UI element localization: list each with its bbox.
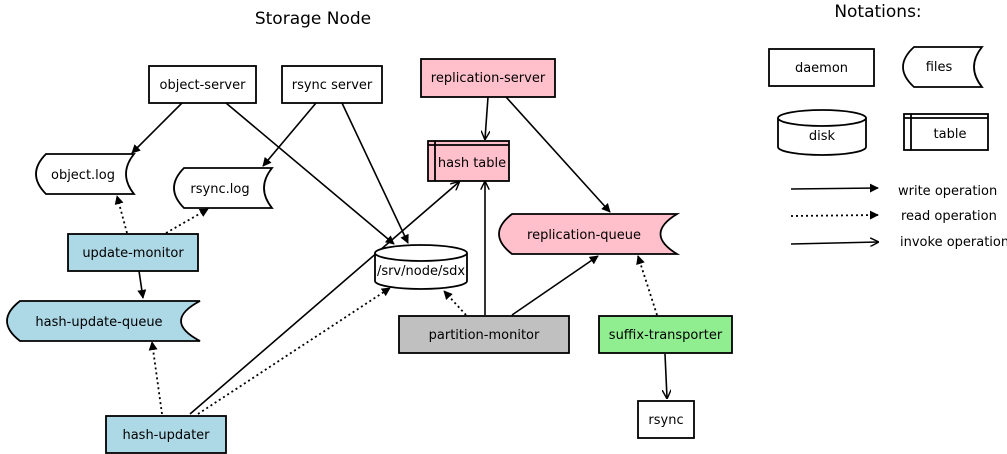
node-hash-updater-label: hash-updater — [122, 428, 210, 443]
legend-table-label: table — [934, 127, 967, 142]
edge-rsync-server-to-disk — [341, 102, 409, 244]
node-replication-server: replication-server — [420, 58, 556, 98]
legend-daemon-label: daemon — [795, 61, 848, 76]
edge-replication-server-to-hash-table — [485, 96, 488, 139]
legend-read-operation: read operation — [790, 209, 997, 224]
node-update-monitor-label: update-monitor — [82, 246, 184, 261]
node-rsync-server: rsync server — [281, 65, 383, 104]
node-rsync: rsync — [637, 400, 695, 439]
node-hash-updater: hash-updater — [105, 415, 227, 454]
node-disk-sdx-label: /srv/node/sdx — [377, 264, 465, 279]
legend-table: table — [903, 113, 989, 151]
edge-hash-updater-reads-disk — [197, 287, 391, 415]
edge-suffix-transporter-reads-replication-queue — [636, 255, 658, 316]
edge-partition-monitor-reads-disk — [443, 290, 467, 316]
node-object-log: object.log — [35, 153, 136, 195]
node-replication-queue-label: replication-queue — [527, 228, 641, 243]
edge-hash-updater-to-hash-table — [189, 182, 459, 415]
node-object-server: object-server — [148, 65, 257, 104]
edge-object-server-to-object-log — [131, 102, 183, 154]
node-object-log-label: object.log — [51, 168, 115, 183]
node-replication-server-label: replication-server — [431, 71, 546, 86]
edge-rsync-server-to-rsync-log — [262, 102, 317, 167]
node-partition-monitor: partition-monitor — [398, 315, 570, 354]
node-rsync-server-label: rsync server — [292, 78, 373, 93]
legend-disk-label: disk — [809, 129, 836, 144]
legend-write-operation: write operation — [790, 183, 997, 199]
legend-files-label: files — [926, 60, 953, 75]
node-disk-sdx: /srv/node/sdx — [374, 244, 468, 290]
node-hash-update-queue: hash-update-queue — [6, 300, 201, 342]
legend-daemon: daemon — [768, 48, 875, 87]
node-rsync-label: rsync — [648, 413, 683, 428]
legend-invoke-operation: invoke operation — [790, 235, 1007, 250]
edge-partition-monitor-to-replication-queue — [511, 255, 599, 316]
node-hash-table: hash table — [427, 140, 510, 182]
edge-object-server-to-disk — [225, 102, 395, 245]
legend-invoke-label: invoke operation — [900, 235, 1007, 250]
edge-update-monitor-reads-rsync-log — [165, 208, 209, 234]
legend-write-label: write operation — [898, 184, 997, 199]
legend-read-label: read operation — [901, 209, 997, 224]
legend-files: files — [902, 46, 984, 88]
edge-update-monitor-to-hash-update-queue — [137, 270, 147, 299]
legend-disk: disk — [777, 109, 867, 156]
node-object-server-label: object-server — [160, 78, 247, 93]
notations-title: Notations: — [834, 2, 921, 22]
node-hash-update-queue-label: hash-update-queue — [35, 315, 162, 330]
edge-update-monitor-reads-object-log — [114, 195, 128, 234]
node-rsync-log: rsync.log — [173, 167, 274, 209]
legend-read-arrow — [790, 210, 879, 220]
edge-replication-server-to-replication-queue — [505, 96, 611, 213]
node-rsync-log-label: rsync.log — [190, 182, 249, 197]
edge-hash-updater-reads-hash-update-queue — [148, 341, 163, 415]
diagram-title: Storage Node — [255, 9, 371, 29]
legend-write-arrow — [790, 183, 879, 193]
node-hash-table-label: hash table — [438, 156, 506, 171]
legend-invoke-arrow — [790, 242, 878, 244]
legend: daemon files disk table write operation — [768, 46, 1007, 250]
node-suffix-transporter: suffix-transporter — [598, 315, 733, 354]
node-suffix-transporter-label: suffix-transporter — [609, 328, 723, 343]
node-replication-queue: replication-queue — [498, 213, 681, 255]
edge-suffix-transporter-to-rsync — [665, 353, 667, 398]
node-partition-monitor-label: partition-monitor — [429, 328, 540, 343]
node-update-monitor: update-monitor — [67, 233, 199, 272]
